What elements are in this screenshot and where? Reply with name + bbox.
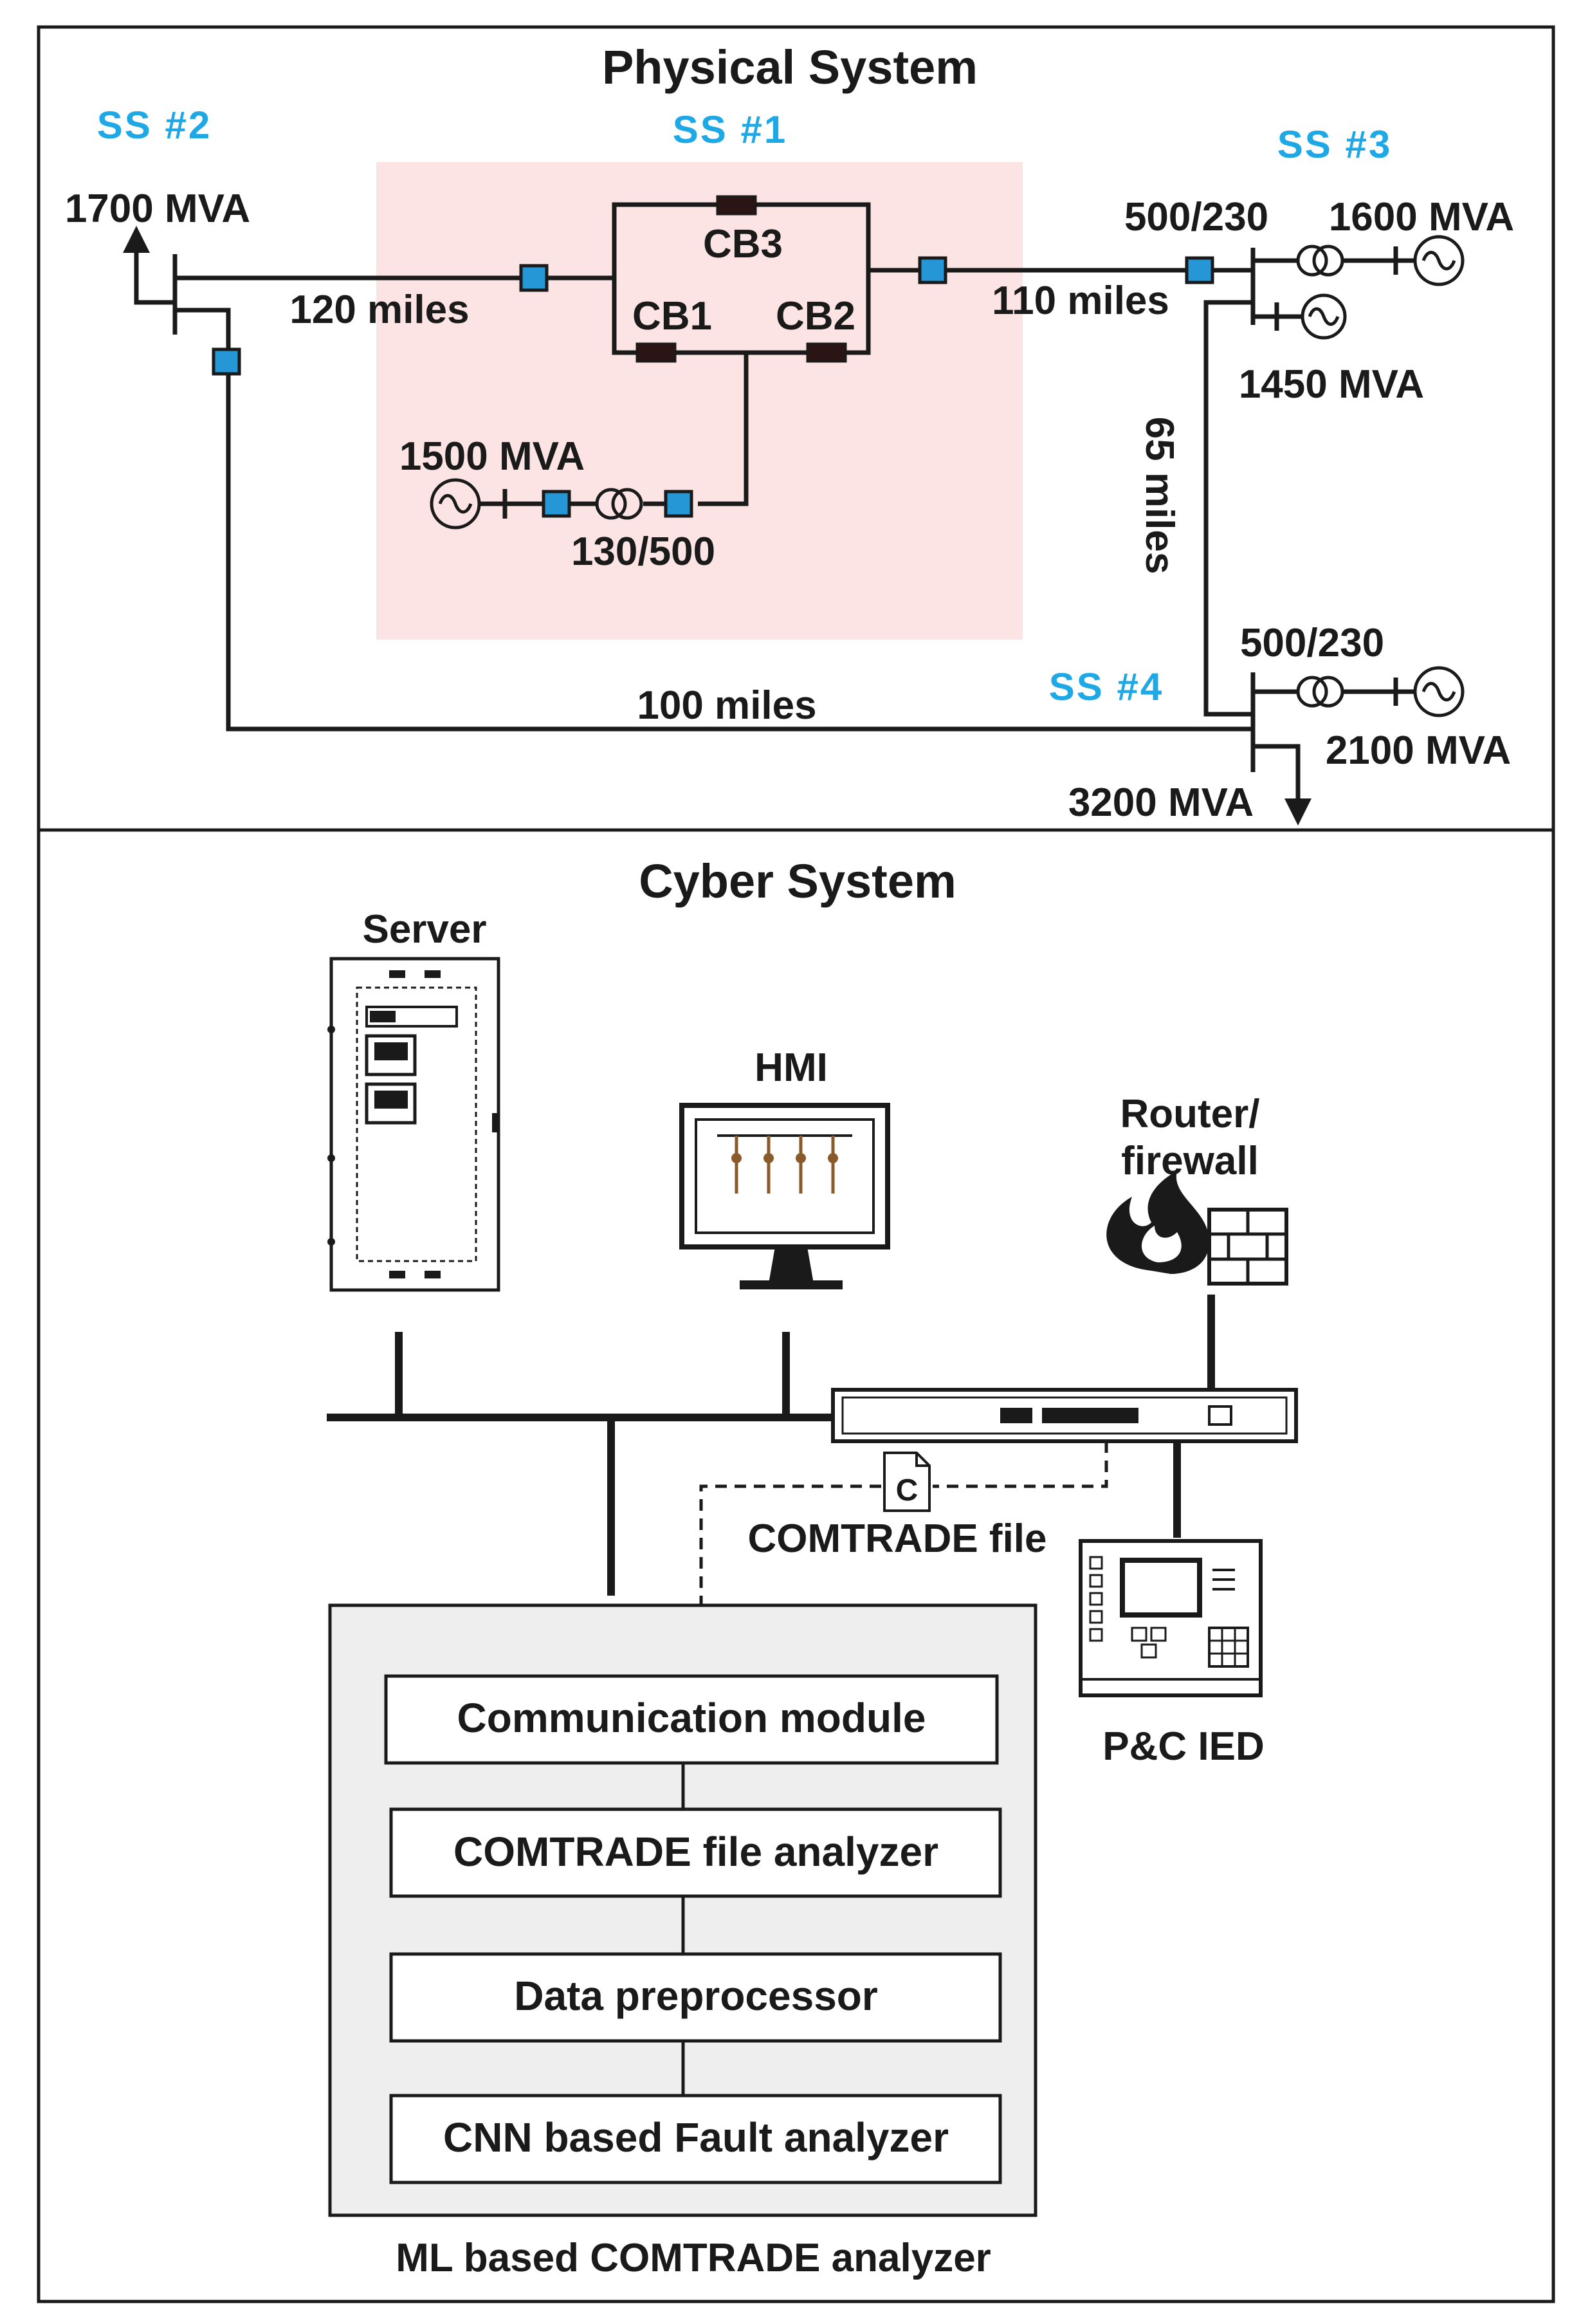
current-transformer-icon: [212, 347, 241, 376]
communication-module-label: Communication module: [457, 1695, 926, 1741]
analyzer-caption: ML based COMTRADE analyzer: [396, 2236, 991, 2280]
cb1-breaker: [635, 342, 677, 363]
ss3-label: SS #3: [1277, 123, 1392, 166]
cb1-label: CB1: [632, 294, 712, 338]
line-65-miles: [1203, 300, 1253, 717]
physical-system: Physical System SS #2 SS #1 SS #3 SS #4 …: [65, 41, 1514, 825]
switch-icon: [831, 1388, 1298, 1443]
ss4-xfmr-label: 500/230: [1240, 621, 1384, 665]
current-transformer-icon: [1185, 256, 1214, 284]
physical-system-title: Physical System: [602, 41, 978, 94]
ss1-label: SS #1: [673, 108, 787, 151]
cb3-label: CB3: [703, 222, 783, 266]
outer-frame: [37, 25, 1555, 2303]
cyber-system-title: Cyber System: [639, 854, 956, 908]
ss4-label: SS #4: [1049, 665, 1164, 708]
transformer-icon: [1296, 676, 1344, 708]
current-transformer-icon: [918, 256, 947, 284]
arrow-icon: [123, 226, 175, 305]
line-120-label: 120 miles: [289, 288, 469, 332]
generator-icon: [1413, 235, 1465, 286]
transformer-icon: [1296, 244, 1344, 277]
cb2-breaker: [806, 342, 847, 363]
data-preprocessor-label: Data preprocessor: [514, 1973, 878, 2019]
data-preprocessor-box: [389, 1952, 1002, 2043]
current-transformer-icon: [519, 264, 549, 292]
hmi-label: HMI: [754, 1046, 828, 1090]
comtrade-path-left: [691, 1484, 881, 1679]
substation-1-highlight: [376, 162, 1023, 640]
ss3-xfmr-label: 500/230: [1124, 195, 1268, 239]
monitor-icon: [679, 1103, 890, 1289]
comtrade-path-right: [933, 1441, 1108, 1488]
ss1-gen-label: 1500 MVA: [399, 434, 585, 479]
line-110-label: 110 miles: [992, 279, 1169, 323]
generator-icon: [1301, 293, 1347, 340]
cyber-system: Cyber System Server HMI: [327, 854, 1298, 2280]
current-transformer-icon: [542, 490, 571, 518]
ss1-gen-feeder: [698, 353, 749, 506]
line-65-label: 65 miles: [1137, 417, 1182, 575]
router-label-line2: firewall: [1121, 1139, 1259, 1183]
comtrade-file-label: COMTRADE file: [748, 1517, 1047, 1561]
firewall-icon: [1106, 1171, 1288, 1286]
generator-icon: [430, 478, 481, 530]
comtrade-icon-letter: C: [896, 1473, 919, 1508]
line-100-miles: [175, 308, 1253, 732]
ss3-gen-b-label: 1450 MVA: [1239, 362, 1424, 407]
server-label: Server: [362, 907, 486, 952]
cnn-fault-analyzer-box: [389, 2094, 1002, 2184]
router-label-line1: Router/: [1120, 1092, 1260, 1136]
ss2-load-label: 1700 MVA: [65, 187, 250, 231]
cb3-breaker: [716, 195, 757, 216]
ied-label: P&C IED: [1102, 1724, 1264, 1769]
ss4-load-label: 3200 MVA: [1068, 780, 1254, 825]
comtrade-file-analyzer-label: COMTRADE file analyzer: [453, 1829, 938, 1875]
cb2-label: CB2: [776, 294, 855, 338]
ss3-gen-a-label: 1600 MVA: [1329, 195, 1514, 239]
ss4-gen-label: 2100 MVA: [1326, 728, 1511, 773]
server-icon: [327, 957, 500, 1292]
current-transformer-icon: [664, 490, 693, 518]
file-icon: C: [883, 1452, 931, 1512]
cnn-fault-analyzer-label: CNN based Fault analyzer: [443, 2114, 949, 2161]
ss2-label: SS #2: [97, 104, 212, 147]
generator-icon: [1413, 666, 1465, 717]
ied-icon: [1079, 1539, 1263, 1697]
arrow-icon: [1253, 744, 1312, 825]
comtrade-file-analyzer-box: [389, 1807, 1002, 1898]
line-100-label: 100 miles: [637, 683, 816, 728]
communication-module-box: [384, 1674, 999, 1765]
ss1-xfmr-label: 130/500: [571, 530, 715, 574]
